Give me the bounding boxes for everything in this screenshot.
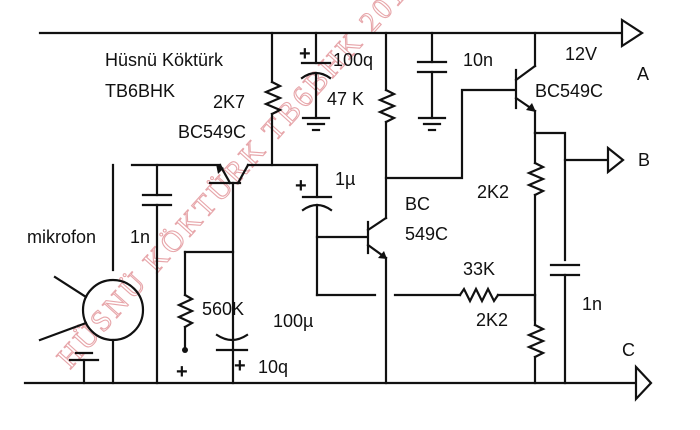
transistor-q3 — [514, 31, 537, 135]
capacitor-100q-label: 100q — [333, 50, 373, 70]
capacitor-1n-left — [141, 163, 173, 385]
q2-emitter-arrow-icon — [378, 251, 387, 259]
capacitor-1n-left-label: 1n — [130, 227, 150, 247]
plus-mark: + — [295, 175, 307, 197]
capacitor-1u-label: 1µ — [335, 169, 355, 189]
q2-collector — [366, 216, 388, 232]
wire — [384, 88, 517, 180]
capacitor-100u-label: 100µ — [273, 311, 313, 331]
q3-label: BC549C — [535, 81, 603, 101]
resistor-47k — [377, 31, 397, 220]
terminal-b-label: B — [638, 150, 650, 170]
q3-collector — [514, 64, 537, 82]
resistor-2k7-label: 2K7 — [213, 92, 245, 112]
resistor-2k7 — [263, 31, 283, 167]
resistor-2k2-top — [526, 131, 546, 322]
q1-emitter-arrow-icon — [216, 164, 224, 174]
capacitor-10n — [416, 31, 448, 132]
terminal-a-label: A — [637, 64, 649, 84]
resistor-47k-label: 47 K — [327, 89, 364, 109]
resistor-33k — [393, 286, 537, 304]
plus-mark: + — [176, 361, 188, 383]
resistor-560k — [176, 250, 235, 353]
resistor-2k2-top-label: 2K2 — [477, 182, 509, 202]
capacitor-100q — [300, 31, 332, 132]
q2-label-line1: BC — [405, 194, 430, 214]
author-name: Hüsnü Köktürk — [105, 50, 224, 70]
q1-collector — [236, 163, 250, 185]
resistor-560k-label: 560K — [202, 299, 244, 319]
resistor-2k2-bottom-label: 2K2 — [476, 310, 508, 330]
author-callsign: TB6BHK — [105, 81, 175, 101]
q3-emitter-arrow-icon — [526, 103, 536, 112]
microphone-label: mikrofon — [27, 227, 96, 247]
transistor-q2 — [366, 216, 388, 385]
capacitor-10n-label: 10n — [463, 50, 493, 70]
plus-mark: + — [299, 43, 311, 65]
capacitor-10q-label: 10q — [258, 357, 288, 377]
capacitor-10q — [215, 333, 249, 352]
plus-mark: + — [234, 355, 246, 377]
supply-voltage-label: 12V — [565, 44, 597, 64]
terminal-b-arrow-icon[interactable] — [606, 145, 625, 175]
wire — [533, 131, 567, 262]
q2-label-line2: 549C — [405, 224, 448, 244]
terminal-a[interactable] — [620, 17, 645, 49]
resistor-33k-label: 33K — [463, 259, 495, 279]
microphone — [38, 163, 145, 385]
terminal-c-label: C — [622, 340, 635, 360]
terminal-c-arrow-icon[interactable] — [634, 364, 653, 402]
q1-label: BC549C — [178, 122, 246, 142]
capacitor-1n-right-label: 1n — [582, 294, 602, 314]
terminal-a-arrow-icon — [620, 17, 645, 49]
resistor-2k2-bottom — [526, 293, 546, 385]
capacitor-1n-right — [549, 263, 581, 385]
capacitor-1u — [301, 163, 333, 297]
